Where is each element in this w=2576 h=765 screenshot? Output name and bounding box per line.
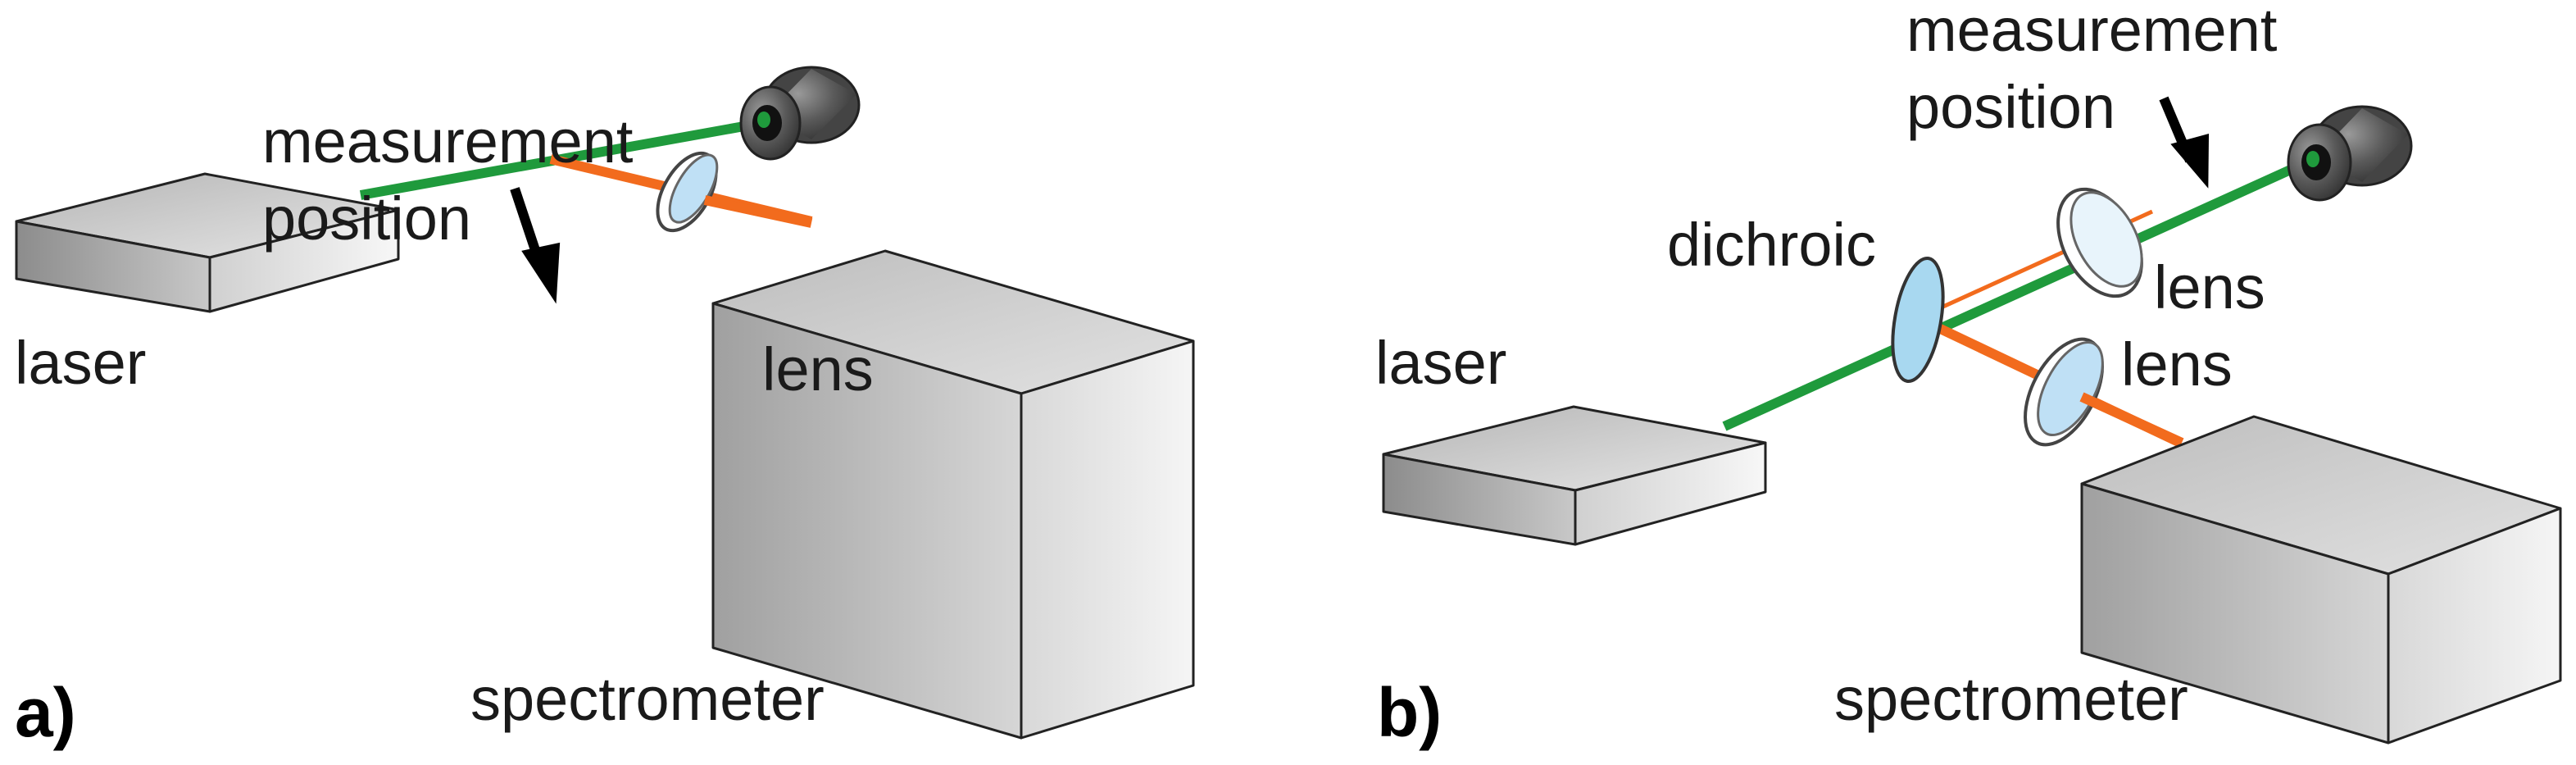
measurement-label-a-line1: measurement bbox=[262, 107, 634, 175]
laser-box bbox=[15, 172, 400, 313]
camera-icon bbox=[2287, 105, 2413, 202]
laser-label-a: laser bbox=[15, 329, 146, 397]
measurement-label-a-line2: position bbox=[262, 184, 471, 253]
measurement-arrow bbox=[510, 187, 561, 304]
spectrometer-box bbox=[711, 249, 1195, 740]
panel-b: measurement position dichroic lens lens … bbox=[1375, 0, 2562, 751]
measurement-label-b-line1: measurement bbox=[1906, 0, 2278, 64]
lens-label-b-upper: lens bbox=[2154, 253, 2265, 321]
lens-upper bbox=[2056, 187, 2143, 298]
lens-label-b-lower: lens bbox=[2121, 330, 2233, 398]
spectrometer-box bbox=[2080, 415, 2562, 745]
signal-beam-after-lens bbox=[2079, 392, 2184, 448]
measurement-arrow bbox=[2159, 96, 2210, 189]
lens bbox=[656, 151, 719, 233]
laser-label-b: laser bbox=[1375, 329, 1506, 397]
dichroic-label: dichroic bbox=[1667, 211, 1876, 279]
lens-label-a: lens bbox=[762, 335, 874, 403]
spectrometer-label-a: spectrometer bbox=[470, 665, 825, 733]
laser-beam bbox=[1722, 159, 2306, 431]
spectrometer-label-b: spectrometer bbox=[1834, 665, 2188, 733]
measurement-label-b-line2: position bbox=[1906, 73, 2115, 141]
signal-beam-after-lens bbox=[703, 195, 813, 228]
dichroic-mirror bbox=[1891, 256, 1945, 384]
lens-lower bbox=[2024, 337, 2104, 447]
panel-a: measurement position laser lens spectrom… bbox=[15, 66, 1195, 751]
panel-label-a: a) bbox=[15, 674, 76, 751]
panel-label-b: b) bbox=[1377, 674, 1442, 751]
laser-box bbox=[1382, 405, 1767, 546]
camera-icon bbox=[739, 66, 861, 161]
